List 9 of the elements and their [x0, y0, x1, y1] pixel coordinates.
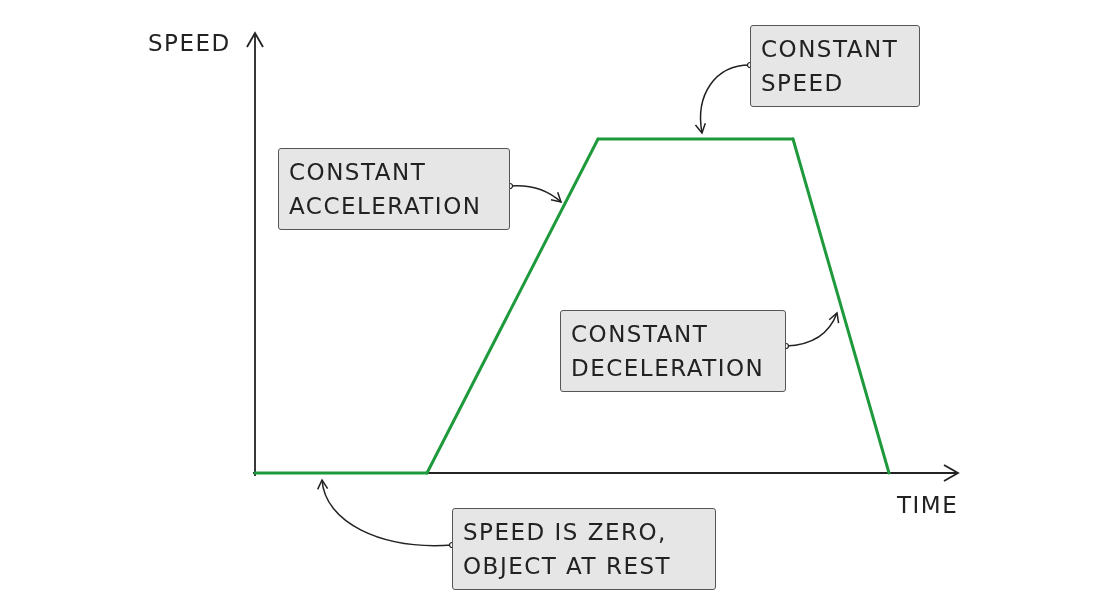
- axis-label: TIME: [897, 492, 959, 518]
- axis-label: SPEED: [148, 30, 231, 56]
- callout-box: SPEED IS ZERO, OBJECT AT REST: [452, 508, 716, 590]
- callout-box: CONSTANT DECELERATION: [560, 310, 786, 392]
- graph-line-segment: [791, 137, 891, 475]
- callout-box: CONSTANT ACCELERATION: [278, 148, 510, 230]
- callout-box: CONSTANT SPEED: [750, 25, 920, 107]
- graph-line-segment: [253, 471, 429, 475]
- graph-line-segment: [596, 137, 795, 141]
